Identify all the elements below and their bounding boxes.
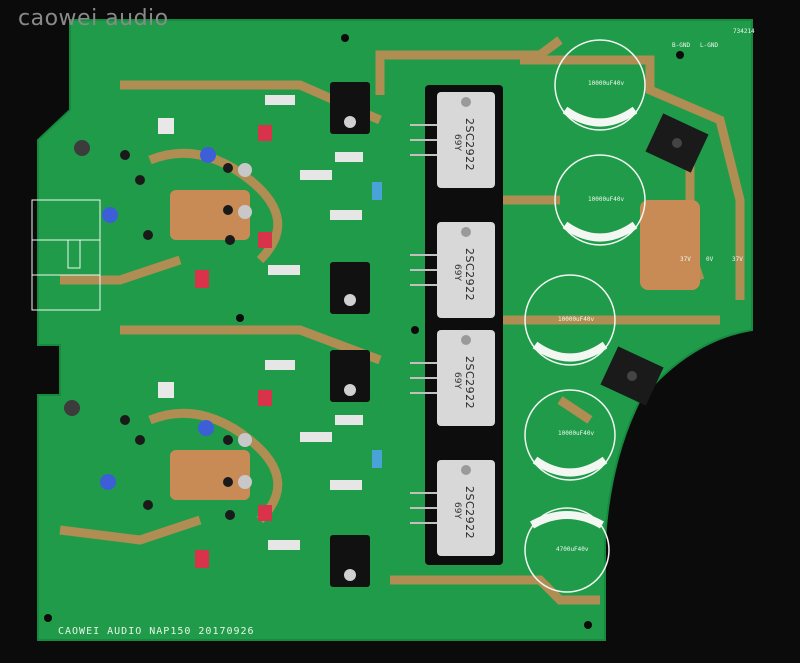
rail-label: 0V <box>706 256 714 263</box>
capacitor-label: 10000uF40v <box>588 196 625 203</box>
power-transistor <box>437 460 495 556</box>
terminal-label: B-GND <box>672 42 691 49</box>
transistor-part-number: 2SC2922 <box>463 248 476 302</box>
capacitor-polarity-marks <box>530 106 638 529</box>
transistor-grade: 69Y <box>452 502 462 519</box>
transistor-grade: 69Y <box>452 264 462 281</box>
rail-label: 37V <box>680 256 691 263</box>
transistor-part-number: 2SC2922 <box>463 118 476 172</box>
power-transistor-group <box>437 92 495 556</box>
small-components-lower <box>64 360 382 568</box>
power-transistor <box>437 222 495 318</box>
capacitor-label: 10000uF40v <box>558 430 595 437</box>
input-connector-outline <box>31 199 101 311</box>
board-code: 734214 <box>733 28 755 35</box>
mounting-hole <box>461 335 471 345</box>
watermark-text: caowei audio <box>18 6 169 31</box>
mounting-hole <box>461 465 471 475</box>
driver-screws <box>344 116 356 581</box>
capacitor-label: 4700uF40v <box>556 546 589 553</box>
mounting-hole <box>461 97 471 107</box>
capacitor-outlines <box>524 39 646 593</box>
transistor-leads <box>410 124 437 524</box>
bridge-rectifiers <box>600 113 709 406</box>
board-silkscreen-label: CAOWEI AUDIO NAP150 20170926 <box>58 626 255 637</box>
power-transistor <box>437 330 495 426</box>
power-transistor <box>437 92 495 188</box>
mounting-hole <box>461 227 471 237</box>
capacitor-label: 10000uF40v <box>588 80 625 87</box>
small-components-upper <box>74 95 382 288</box>
capacitor-label: 10000uF40v <box>558 316 595 323</box>
board-mounting-holes <box>44 34 684 629</box>
transistor-grade: 69Y <box>452 134 462 151</box>
transistor-part-number: 2SC2922 <box>463 356 476 410</box>
transistor-grade: 69Y <box>452 372 462 389</box>
heatsink-bar <box>425 85 503 565</box>
rail-label: 37V <box>732 256 743 263</box>
copper-pads <box>170 190 700 500</box>
transistor-part-number: 2SC2922 <box>463 486 476 540</box>
copper-traces <box>59 36 745 605</box>
driver-heatsinks <box>330 82 370 587</box>
terminal-label: L-GND <box>700 42 719 49</box>
